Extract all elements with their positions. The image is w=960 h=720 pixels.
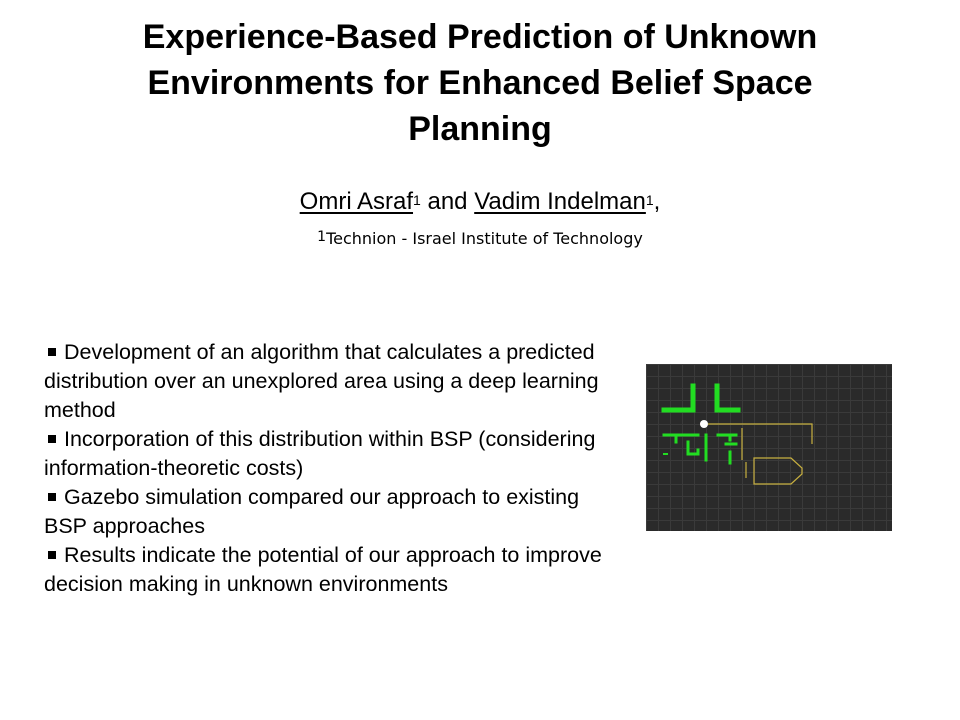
bullet-item: Gazebo simulation compared our approach … (44, 483, 624, 541)
bullet-text: Results indicate the potential of our ap… (44, 543, 602, 596)
author-trailing-comma: , (653, 188, 661, 215)
robot-marker (700, 420, 708, 428)
bullet-item: Incorporation of this distribution withi… (44, 425, 624, 483)
author-name-1: Omri Asraf (299, 188, 414, 215)
predicted-area-outline (708, 423, 813, 485)
wall-segment (716, 433, 738, 465)
bullet-text: Gazebo simulation compared our approach … (44, 485, 580, 538)
simulation-screenshot (646, 364, 892, 531)
square-bullet-icon (48, 492, 56, 501)
known-map-walls (661, 383, 741, 465)
affiliation-text: Technion - Israel Institute of Technolog… (326, 229, 643, 248)
square-bullet-icon (48, 550, 56, 559)
simulation-map (661, 383, 813, 485)
square-bullet-icon (48, 347, 56, 356)
wall-segment (714, 383, 741, 413)
author-line: Omri Asraf1 and Vadim Indelman1, (0, 186, 960, 218)
path-segment (753, 457, 803, 485)
author-1-affiliation-mark: 1 (413, 192, 421, 208)
slide-title: Experience-Based Prediction of Unknown E… (60, 14, 900, 152)
author-name-2: Vadim Indelman (474, 188, 646, 215)
title-line-2: Environments for Enhanced Belief Space (147, 64, 813, 102)
wall-segment (674, 433, 700, 456)
robot-body (700, 420, 708, 428)
bullet-text: Incorporation of this distribution withi… (44, 427, 596, 480)
title-line-1: Experience-Based Prediction of Unknown (142, 18, 818, 56)
bullet-item: Development of an algorithm that calcula… (44, 338, 624, 425)
square-bullet-icon (48, 434, 56, 443)
author-conjunction: and (420, 188, 475, 215)
bullet-text: Development of an algorithm that calcula… (44, 340, 599, 422)
bullet-list: Development of an algorithm that calcula… (44, 338, 624, 599)
affiliation-line: 1Technion - Israel Institute of Technolo… (0, 226, 960, 252)
bullet-item: Results indicate the potential of our ap… (44, 541, 624, 599)
wall-segment (661, 383, 696, 413)
path-segment (708, 423, 813, 444)
author-2-affiliation-mark: 1 (645, 192, 654, 208)
title-line-3: Planning (408, 110, 552, 148)
affiliation-mark: 1 (317, 229, 327, 245)
